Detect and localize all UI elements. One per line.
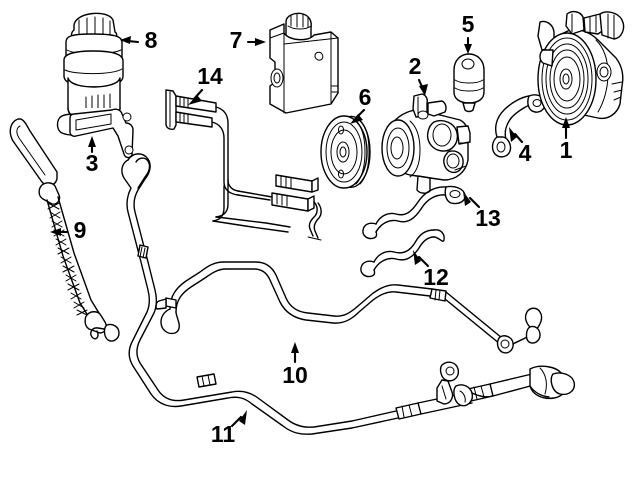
part-return-hose-upper[interactable] [362,185,466,240]
part-main-feed-line[interactable] [121,153,576,435]
callout-label-7: 7 [230,27,243,53]
callout-label-2: 2 [409,53,422,79]
part-pump-mounting-bracket[interactable] [69,108,134,159]
callout-label-1: 1 [560,137,573,163]
callout-2[interactable]: 2 [409,53,428,96]
callout-13[interactable]: 13 [463,191,501,231]
part-oil-filter-canister[interactable] [453,53,485,113]
callout-3[interactable]: 3 [86,136,99,176]
callout-label-4: 4 [519,140,532,166]
callout-label-13: 13 [475,205,501,231]
part-fluid-reservoir-housing[interactable] [269,12,339,114]
callout-label-8: 8 [145,27,158,53]
callout-label-9: 9 [74,217,87,243]
callout-label-10: 10 [282,362,308,388]
callout-label-14: 14 [197,63,223,89]
part-return-hose-lower[interactable] [360,229,445,278]
part-drive-belt-pulley[interactable] [320,115,371,189]
callout-12[interactable]: 12 [413,250,449,290]
callout-8[interactable]: 8 [120,27,158,53]
callout-14[interactable]: 14 [188,63,223,105]
callout-6[interactable]: 6 [350,84,371,124]
callout-label-12: 12 [423,264,449,290]
callout-label-3: 3 [86,150,99,176]
part-power-steering-pump-with-pulley[interactable] [537,10,625,126]
callout-label-5: 5 [462,11,475,37]
part-power-steering-oil-cooler[interactable] [165,89,322,241]
part-power-steering-pump-assembly[interactable] [381,93,471,194]
part-braided-pressure-hose[interactable] [9,118,120,342]
callout-group: 1 2 3 4 5 [50,11,573,447]
callout-10[interactable]: 10 [282,342,308,388]
callout-11[interactable]: 11 [211,410,247,447]
callout-9[interactable]: 9 [50,217,86,243]
callout-label-6: 6 [359,84,372,110]
callout-1[interactable]: 1 [560,117,573,163]
callout-4[interactable]: 4 [509,127,532,166]
callout-5[interactable]: 5 [462,11,475,54]
callout-label-11: 11 [211,421,236,447]
part-return-line-tube[interactable] [155,261,543,354]
callout-7[interactable]: 7 [230,27,266,53]
